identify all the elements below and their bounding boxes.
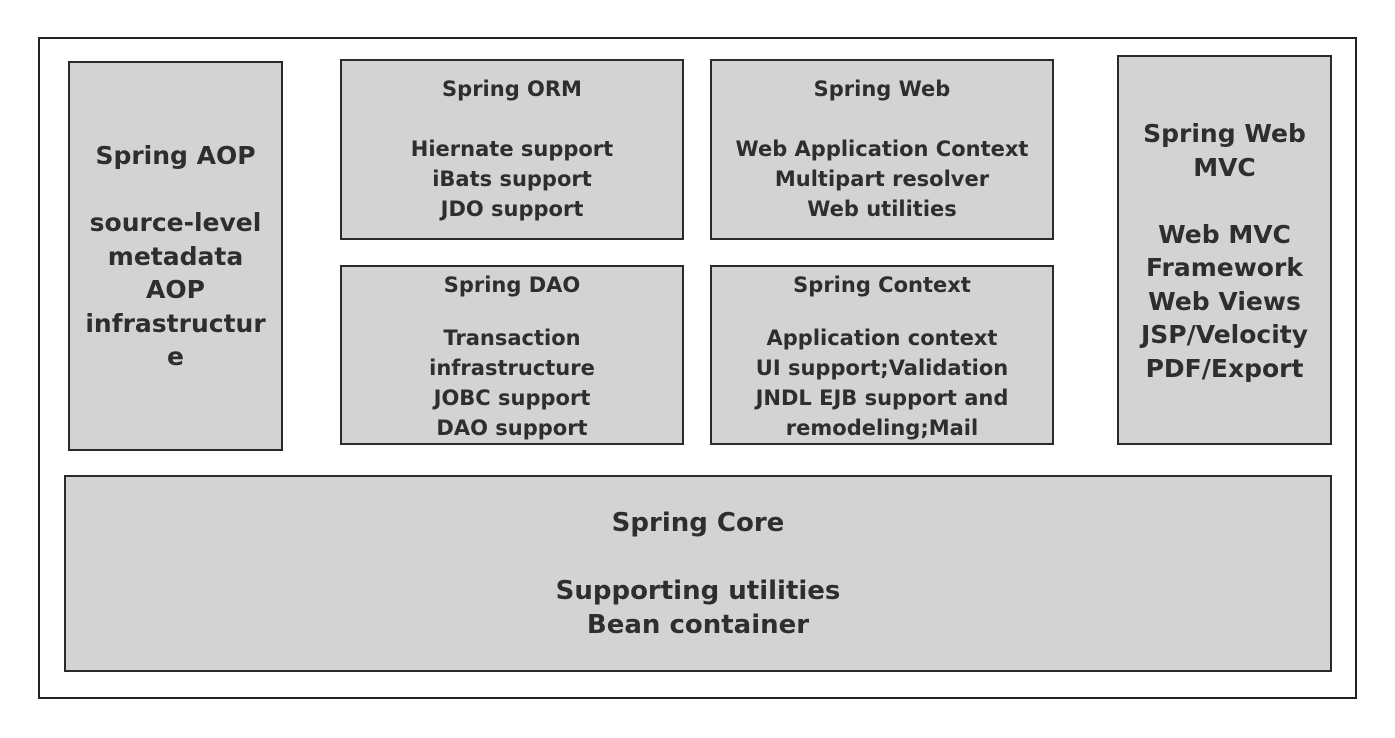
spring-web-mvc-title: Spring Web bbox=[1143, 119, 1306, 148]
spring-web-mvc-line: Web MVC bbox=[1158, 219, 1291, 249]
spring-core-line: Bean container bbox=[586, 610, 810, 640]
spring-context-line: remodeling;Mail bbox=[785, 416, 979, 440]
spring-web-mvc-line: JSP/Velocity bbox=[1140, 320, 1309, 349]
spring-web-line: Web utilities bbox=[807, 197, 957, 221]
spring-web-mvc-module: Spring Web MVC Web MVC Framework Web Vie… bbox=[1117, 55, 1332, 445]
spring-aop-line: AOP bbox=[146, 275, 205, 304]
spring-web-line: Multipart resolver bbox=[774, 167, 990, 191]
spring-web-mvc-line: Web Views bbox=[1148, 286, 1301, 316]
spring-dao-module: Spring DAO Transaction infrastructure JO… bbox=[340, 265, 684, 445]
spring-core-module: Spring Core Supporting utilities Bean co… bbox=[64, 475, 1332, 672]
spring-aop-line: infrastructur bbox=[85, 308, 266, 338]
spring-orm-line: Hiernate support bbox=[410, 137, 614, 161]
spring-context-title: Spring Context bbox=[793, 273, 971, 297]
spring-dao-line: infrastructure bbox=[429, 356, 595, 380]
spring-context-line: UI support;Validation bbox=[755, 356, 1009, 380]
spring-aop-line: metadata bbox=[107, 241, 244, 271]
spring-aop-module: Spring AOP source-level metadata AOP inf… bbox=[68, 61, 283, 451]
spring-orm-line: iBats support bbox=[432, 167, 592, 191]
spring-core-line: Supporting utilities bbox=[555, 576, 841, 606]
spring-web-mvc-title: MVC bbox=[1193, 152, 1256, 182]
spring-web-title: Spring Web bbox=[813, 77, 951, 101]
spring-dao-title: Spring DAO bbox=[443, 273, 581, 297]
spring-web-module: Spring Web Web Application Context Multi… bbox=[710, 59, 1054, 240]
spring-dao-line: JOBC support bbox=[433, 386, 591, 410]
spring-orm-line: JDO support bbox=[440, 197, 584, 221]
spring-context-line: JNDL EJB support and bbox=[755, 386, 1009, 410]
spring-context-line: Application context bbox=[766, 326, 998, 350]
spring-web-line: Web Application Context bbox=[735, 137, 1029, 161]
spring-dao-line: Transaction bbox=[443, 326, 581, 350]
spring-aop-title: Spring AOP bbox=[95, 141, 256, 170]
spring-aop-line: source-level bbox=[89, 208, 262, 237]
spring-web-mvc-line: Framework bbox=[1146, 253, 1303, 282]
spring-dao-line: DAO support bbox=[436, 416, 588, 440]
spring-core-title: Spring Core bbox=[611, 508, 785, 538]
spring-web-mvc-line: PDF/Export bbox=[1145, 353, 1304, 383]
spring-context-module: Spring Context Application context UI su… bbox=[710, 265, 1054, 445]
spring-orm-module: Spring ORM Hiernate support iBats suppor… bbox=[340, 59, 684, 240]
spring-orm-title: Spring ORM bbox=[442, 77, 582, 101]
spring-aop-line: e bbox=[167, 342, 184, 371]
